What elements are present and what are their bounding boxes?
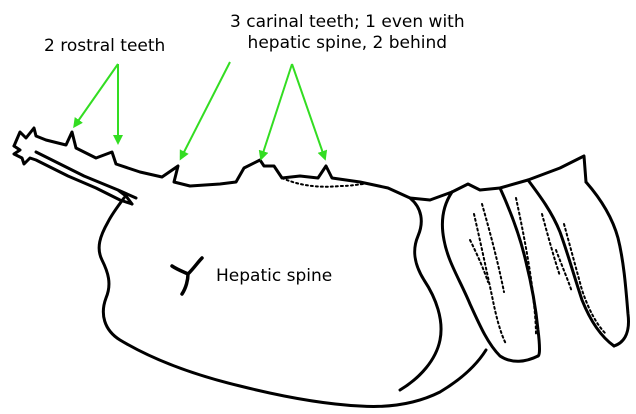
abdomen-segment-3	[528, 180, 614, 346]
carinal-arrow-2	[262, 64, 292, 156]
hepatic-spine-mark	[172, 258, 202, 294]
carapace-body	[99, 198, 486, 406]
rostral-teeth-label: 2 rostral teeth	[44, 36, 165, 57]
dotted-internal-lines	[282, 178, 606, 344]
ocular-region	[36, 152, 136, 204]
abdomen-segment-1	[442, 192, 538, 361]
rostral-arrow-1	[76, 64, 118, 124]
hepatic-spine-label: Hepatic spine	[216, 266, 332, 287]
annotation-arrows	[76, 62, 324, 156]
carapace-rear	[400, 198, 441, 390]
carinal-teeth-label-line-2: hepatic spine, 2 behind	[230, 33, 465, 54]
carinal-arrow-1	[182, 62, 230, 156]
carinal-teeth-label-line-1: 3 carinal teeth; 1 even with	[230, 12, 465, 33]
carinal-arrow-3	[292, 64, 324, 156]
carinal-teeth-label: 3 carinal teeth; 1 even with hepatic spi…	[230, 12, 465, 54]
